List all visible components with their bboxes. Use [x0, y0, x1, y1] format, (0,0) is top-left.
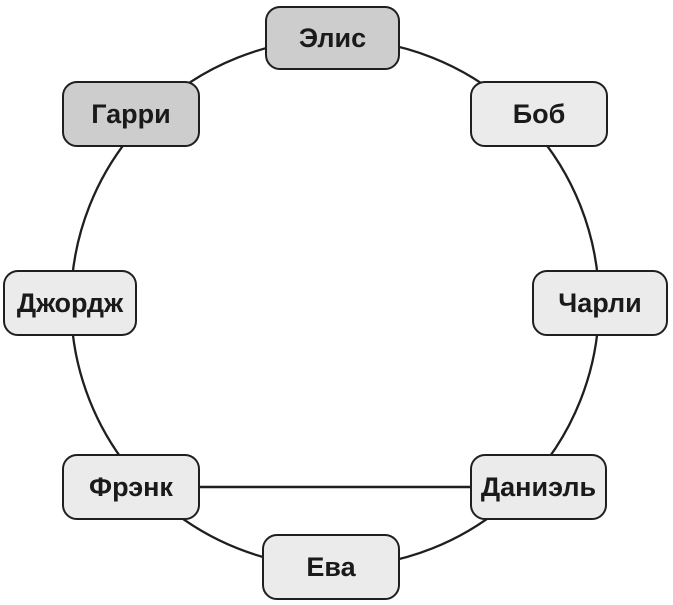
node-label: Чарли [558, 287, 642, 318]
node-alice: Элис [265, 6, 400, 70]
node-frank: Фрэнк [62, 454, 200, 520]
node-eva: Ева [262, 534, 400, 600]
node-label: Элис [298, 22, 367, 53]
node-label: Фрэнк [89, 471, 173, 502]
node-label: Ева [306, 551, 356, 582]
node-bob: Боб [470, 81, 608, 147]
node-label: Боб [512, 98, 566, 129]
node-label: Даниэль [480, 471, 597, 502]
node-label: Джордж [16, 287, 124, 318]
node-label: Гарри [91, 98, 171, 129]
node-daniel: Даниэль [470, 454, 607, 520]
node-charlie: Чарли [532, 270, 668, 336]
node-george: Джордж [3, 270, 137, 336]
node-harry: Гарри [62, 81, 200, 147]
